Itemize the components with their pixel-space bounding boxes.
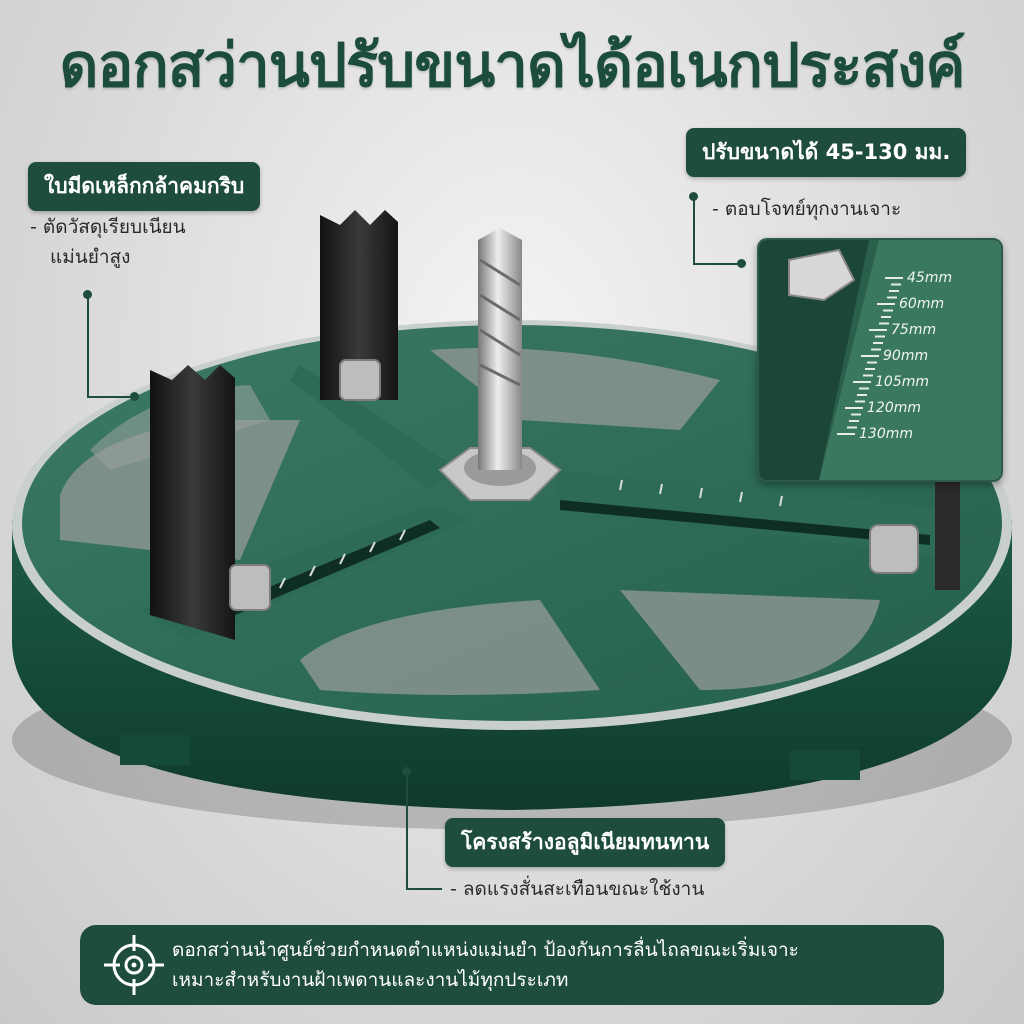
body-bullet: - ลดแรงสั่นสะเทือนขณะใช้งาน xyxy=(450,878,705,900)
body-heading: โครงสร้างอลูมิเนียมทนทาน xyxy=(445,818,726,867)
size-connector-line xyxy=(693,196,695,264)
size-heading: ปรับขนาดได้ 45-130 มม. xyxy=(686,128,967,177)
nut-icon xyxy=(788,248,856,302)
scale-label: 130mm xyxy=(859,426,913,442)
body-connector-line-h xyxy=(406,888,442,890)
blade-connector-end-dot xyxy=(130,392,139,401)
size-connector-line-h xyxy=(693,263,741,265)
scale-detail-inset: 45mm 60mm 75mm 90mm 105mm 120mm 130mm xyxy=(757,238,1003,482)
scale-label: 120mm xyxy=(867,400,921,416)
size-connector-end-dot xyxy=(737,259,746,268)
scale-label: 90mm xyxy=(883,348,928,364)
scale-label: 60mm xyxy=(899,296,944,312)
crosshair-icon xyxy=(104,935,164,995)
body-connector-line xyxy=(406,771,408,889)
banner-line-2: เหมาะสำหรับงานฝ้าเพดานและงานไม้ทุกประเภท xyxy=(172,969,569,991)
scale-detail-svg: 45mm 60mm 75mm 90mm 105mm 120mm 130mm xyxy=(759,240,1001,480)
banner-line-1: ดอกสว่านนำศูนย์ช่วยกำหนดตำแหน่งแม่นยำ ป้… xyxy=(172,939,799,961)
page-title: ดอกสว่านปรับขนาดได้อเนกประสงค์ xyxy=(59,31,965,101)
blade-bullet-2: แม่นยำสูง xyxy=(50,246,131,268)
blade-bullet-1: - ตัดวัสดุเรียบเนียน xyxy=(30,216,186,238)
scale-label: 105mm xyxy=(875,374,929,390)
scale-label: 75mm xyxy=(891,322,936,338)
scale-label: 45mm xyxy=(907,270,952,286)
blade-heading: ใบมีดเหล็กกล้าคมกริบ xyxy=(28,162,261,211)
size-bullet: - ตอบโจทย์ทุกงานเจาะ xyxy=(712,198,902,220)
blade-connector-line-h xyxy=(87,396,135,398)
blade-connector-line xyxy=(87,294,89,397)
info-banner: ดอกสว่านนำศูนย์ช่วยกำหนดตำแหน่งแม่นยำ ป้… xyxy=(80,925,944,1005)
